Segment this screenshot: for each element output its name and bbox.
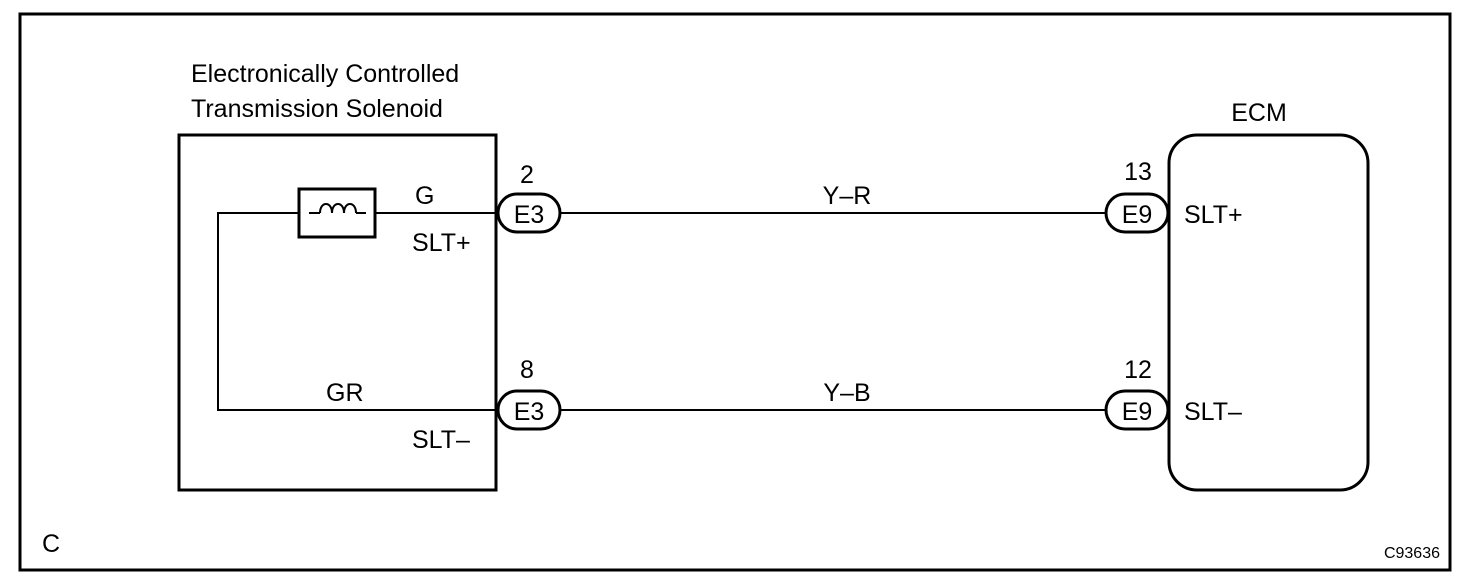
pin-number-solenoid-bottom: 8 (520, 356, 534, 384)
diagram-frame (18, 12, 1452, 572)
solenoid-terminal-bottom: SLT– (412, 426, 470, 454)
connector-id: E3 (514, 201, 545, 229)
solenoid-coil-icon (297, 187, 377, 239)
connector-id: E9 (1122, 201, 1153, 229)
connector-id: E9 (1122, 398, 1153, 426)
corner-label: C (42, 530, 60, 558)
pin-number-solenoid-top: 2 (520, 161, 534, 189)
connector-id: E3 (514, 398, 545, 426)
solenoid-terminal-top: SLT+ (412, 229, 471, 257)
ecm-title: ECM (1231, 99, 1287, 127)
ecm-terminal-bottom: SLT– (1184, 398, 1242, 426)
figure-code: C93636 (1384, 545, 1440, 562)
solenoid-title-line2: Transmission Solenoid (191, 95, 443, 123)
solenoid-internal-wire (217, 212, 497, 411)
solenoid-title-line1: Electronically Controlled (191, 60, 459, 88)
connector-solenoid-top: E3 (496, 192, 562, 234)
connector-ecm-top: E9 (1104, 192, 1170, 234)
connector-ecm-bottom: E9 (1104, 389, 1170, 431)
wire-color-bottom: Y–B (823, 379, 870, 407)
solenoid-box (177, 133, 498, 492)
wire-color-top: Y–R (823, 182, 872, 210)
solenoid-wire-color-bottom: GR (326, 379, 364, 407)
pin-number-ecm-bottom: 12 (1124, 356, 1152, 384)
ecm-box (1167, 133, 1370, 492)
pin-number-ecm-top: 13 (1124, 158, 1152, 186)
connector-solenoid-bottom: E3 (496, 389, 562, 431)
ecm-terminal-top: SLT+ (1184, 201, 1243, 229)
solenoid-wire-color-top: G (415, 182, 434, 210)
